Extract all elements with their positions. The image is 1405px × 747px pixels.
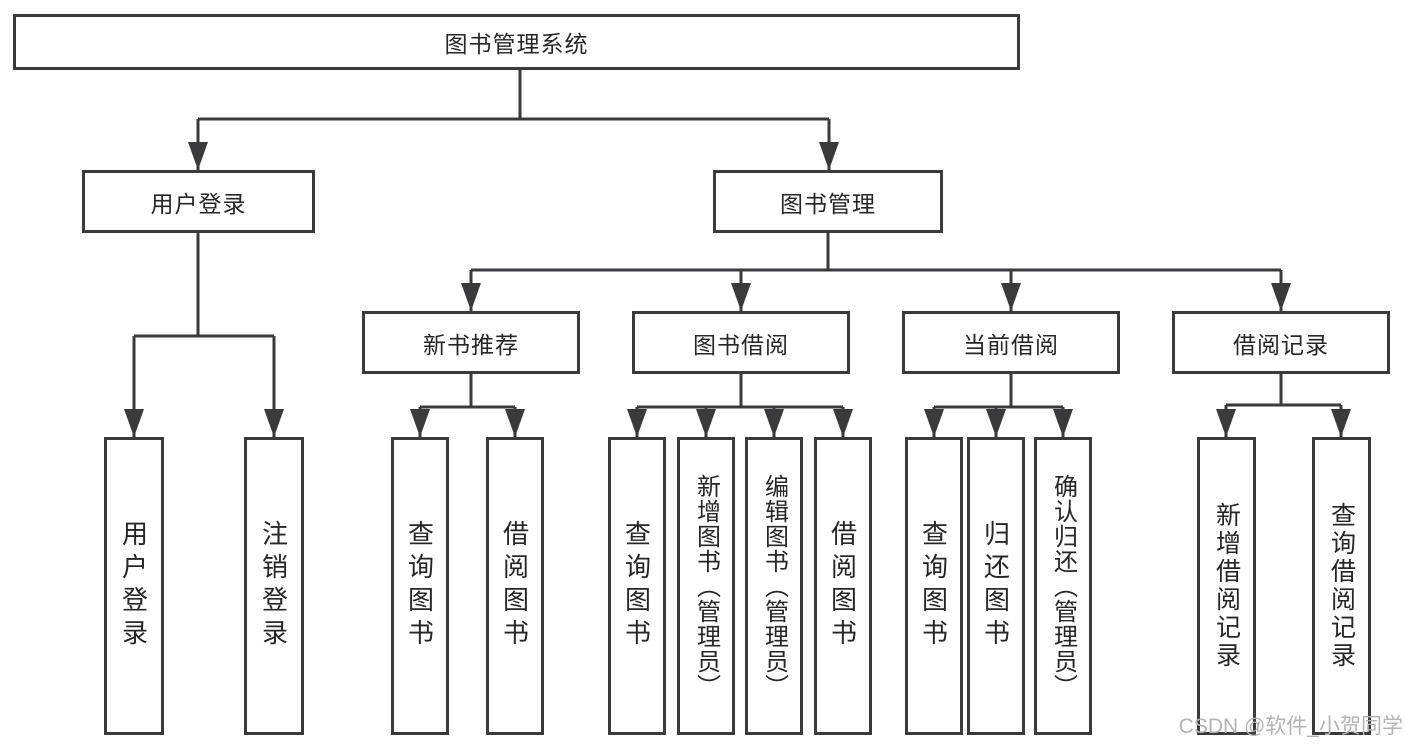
leaf-query-books-recommend: 查询图书: [391, 437, 449, 735]
leaf-logout: 注销登录: [244, 437, 304, 735]
node-new-book-recommend: 新书推荐: [362, 311, 580, 374]
node-book-borrow-label: 图书借阅: [693, 331, 789, 358]
csdn-watermark: CSDN @软件_小贺同学: [1178, 715, 1403, 738]
leaf-edit-book-admin: 编辑图书（管理员）: [745, 437, 803, 735]
leaf-edit-book-admin-label: 编辑图书（管理员）: [760, 473, 788, 699]
leaf-user-login-label: 用户登录: [118, 520, 149, 652]
leaf-return-book-label: 归还图书: [980, 520, 1011, 652]
leaf-return-book: 归还图书: [967, 437, 1025, 735]
leaf-query-books-borrow: 查询图书: [608, 437, 666, 735]
leaf-add-book-admin-label: 新增图书（管理员）: [692, 473, 720, 699]
leaf-add-borrow-record: 新增借阅记录: [1197, 437, 1256, 735]
leaf-add-book-admin: 新增图书（管理员）: [677, 437, 735, 735]
leaf-borrow-book-recommend-label: 借阅图书: [499, 520, 530, 652]
node-new-book-recommend-label: 新书推荐: [423, 331, 519, 358]
node-book-management-label: 图书管理: [780, 190, 876, 217]
leaf-logout-label: 注销登录: [258, 520, 289, 652]
leaf-user-login: 用户登录: [104, 437, 164, 735]
node-current-borrow: 当前借阅: [902, 311, 1120, 374]
node-root: 图书管理系统: [13, 14, 1020, 70]
node-borrow-record-label: 借阅记录: [1233, 331, 1329, 358]
node-borrow-record: 借阅记录: [1172, 311, 1390, 374]
leaf-query-borrow-record: 查询借阅记录: [1312, 437, 1371, 735]
node-current-borrow-label: 当前借阅: [963, 331, 1059, 358]
node-book-management: 图书管理: [713, 170, 943, 233]
node-root-label: 图书管理系统: [444, 31, 589, 57]
leaf-query-borrow-record-label: 查询借阅记录: [1327, 502, 1356, 670]
leaf-borrow-book-recommend: 借阅图书: [486, 437, 544, 735]
leaf-query-books-current-label: 查询图书: [918, 520, 949, 652]
leaf-query-books-current: 查询图书: [905, 437, 963, 735]
leaf-confirm-return-admin-label: 确认归还（管理员）: [1049, 473, 1077, 699]
node-book-borrow: 图书借阅: [632, 311, 850, 374]
leaf-borrow-book-label: 借阅图书: [827, 520, 858, 652]
leaf-query-books-recommend-label: 查询图书: [404, 520, 435, 652]
arrowheads: [124, 142, 1351, 437]
leaf-confirm-return-admin: 确认归还（管理员）: [1034, 437, 1092, 735]
node-user-login: 用户登录: [82, 170, 315, 233]
leaf-add-borrow-record-label: 新增借阅记录: [1212, 502, 1241, 670]
leaf-query-books-borrow-label: 查询图书: [621, 520, 652, 652]
leaf-borrow-book: 借阅图书: [814, 437, 872, 735]
node-user-login-label: 用户登录: [150, 190, 247, 217]
